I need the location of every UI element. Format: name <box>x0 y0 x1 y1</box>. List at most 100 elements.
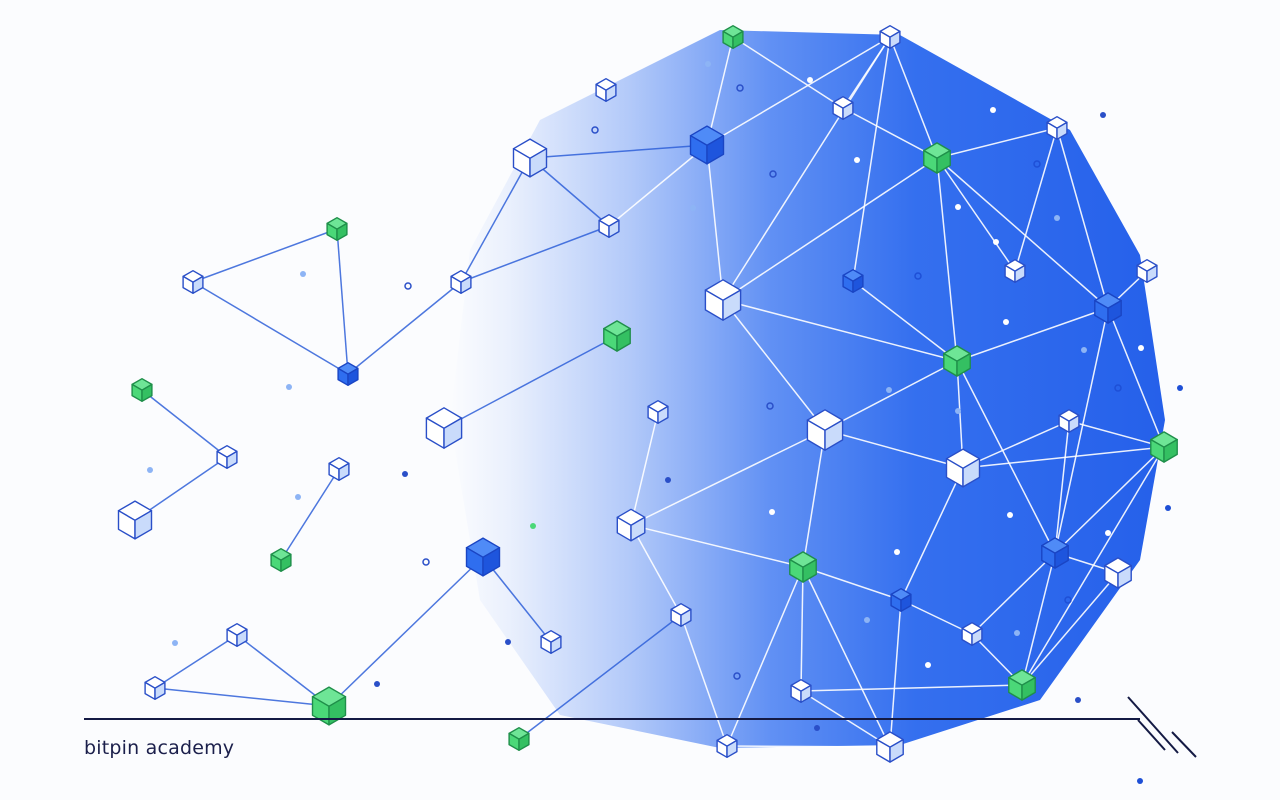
network-link-line <box>852 36 891 282</box>
network-link-line <box>680 614 728 747</box>
network-link-line <box>722 299 958 362</box>
network-link-line <box>889 599 902 748</box>
network-link-line <box>630 524 804 568</box>
ring-particle-icon <box>914 272 922 280</box>
network-link-line <box>460 225 610 283</box>
network-link-line <box>802 566 902 601</box>
dot-particle-icon <box>665 477 671 483</box>
ring-particle-icon <box>1033 160 1041 168</box>
network-link-line <box>154 687 330 707</box>
network-link-line <box>842 107 938 159</box>
ring-particle-icon <box>736 84 744 92</box>
network-link-line <box>1068 420 1165 448</box>
dot-particle-icon <box>1137 778 1143 784</box>
network-link-line <box>1054 446 1165 554</box>
network-link-line <box>529 144 708 159</box>
cube-node-icon <box>465 537 501 577</box>
ring-particle-icon <box>1064 596 1072 604</box>
dot-particle-icon <box>1003 319 1009 325</box>
dot-particle-icon <box>925 662 931 668</box>
cube-node-icon <box>144 676 166 700</box>
cube-node-icon <box>1058 409 1080 433</box>
network-link-line <box>141 389 228 458</box>
network-link-line <box>630 411 659 526</box>
dot-particle-icon <box>505 639 511 645</box>
ring-particle-icon <box>766 402 774 410</box>
network-link-line <box>192 228 338 283</box>
cube-node-icon <box>328 457 350 481</box>
network-link-line <box>328 556 484 707</box>
network-link-line <box>726 745 891 748</box>
network-link-line <box>608 144 708 227</box>
cube-node-icon <box>508 727 530 751</box>
cube-node-icon <box>722 25 744 49</box>
cube-node-icon <box>832 95 854 121</box>
dot-particle-icon <box>1177 385 1183 391</box>
slash-mark-icon <box>1127 696 1197 758</box>
network-link-line <box>732 36 844 109</box>
cube-node-icon <box>598 213 620 239</box>
dot-particle-icon <box>1081 347 1087 353</box>
dot-particle-icon <box>295 494 301 500</box>
cube-node-icon <box>1094 292 1122 324</box>
network-link-line <box>936 127 1058 159</box>
network-link-line <box>236 634 330 707</box>
cube-node-icon <box>1041 537 1069 569</box>
network-link-line <box>460 157 531 283</box>
dot-particle-icon <box>300 271 306 277</box>
network-link-line <box>1054 420 1070 554</box>
cube-node-icon <box>326 216 348 242</box>
cube-node-icon <box>945 448 981 488</box>
network-link-line <box>347 281 462 375</box>
dot-particle-icon <box>955 204 961 210</box>
dot-particle-icon <box>894 549 900 555</box>
dot-particle-icon <box>172 640 178 646</box>
network-link-line <box>936 157 1016 272</box>
cube-node-icon <box>1004 259 1026 283</box>
cube-node-icon <box>842 269 864 293</box>
cube-node-icon <box>337 362 359 386</box>
cube-node-icon <box>890 588 912 612</box>
network-link-line <box>1021 446 1165 686</box>
cube-node-icon <box>131 378 153 402</box>
network-link-line <box>336 228 349 375</box>
network-link-line <box>1021 572 1119 686</box>
cube-node-icon <box>716 734 738 758</box>
network-link-line <box>482 556 552 643</box>
cube-node-icon <box>789 551 817 583</box>
dot-particle-icon <box>854 157 860 163</box>
cube-node-icon <box>1008 669 1036 701</box>
dot-particle-icon <box>814 725 820 731</box>
network-link-line <box>630 524 682 616</box>
cube-node-icon <box>876 731 904 763</box>
cube-node-icon <box>540 630 562 654</box>
dot-particle-icon <box>1100 112 1106 118</box>
network-link-line <box>889 36 938 159</box>
ring-particle-icon <box>733 672 741 680</box>
network-link-line <box>936 157 1109 309</box>
cube-node-icon <box>425 407 463 449</box>
dot-particle-icon <box>1105 530 1111 536</box>
network-link-line <box>1054 307 1109 554</box>
network-link-line <box>802 429 826 568</box>
network-link-line <box>722 157 938 301</box>
dot-particle-icon <box>1075 697 1081 703</box>
dot-particle-icon <box>955 408 961 414</box>
network-link-line <box>802 566 891 748</box>
dot-particle-icon <box>147 467 153 473</box>
cube-node-icon <box>1136 259 1158 283</box>
network-link-line <box>443 335 618 429</box>
dot-particle-icon <box>530 523 536 529</box>
network-link-line <box>726 566 804 747</box>
dot-particle-icon <box>1138 345 1144 351</box>
network-link-line <box>800 566 804 692</box>
network-link-line <box>1014 127 1058 272</box>
network-link-line <box>962 446 1165 469</box>
dot-particle-icon <box>1014 630 1020 636</box>
cube-node-icon <box>1150 431 1178 463</box>
cube-node-icon <box>806 409 844 451</box>
network-link-line <box>280 468 340 561</box>
cube-node-icon <box>595 77 617 103</box>
cube-node-icon <box>647 400 669 424</box>
